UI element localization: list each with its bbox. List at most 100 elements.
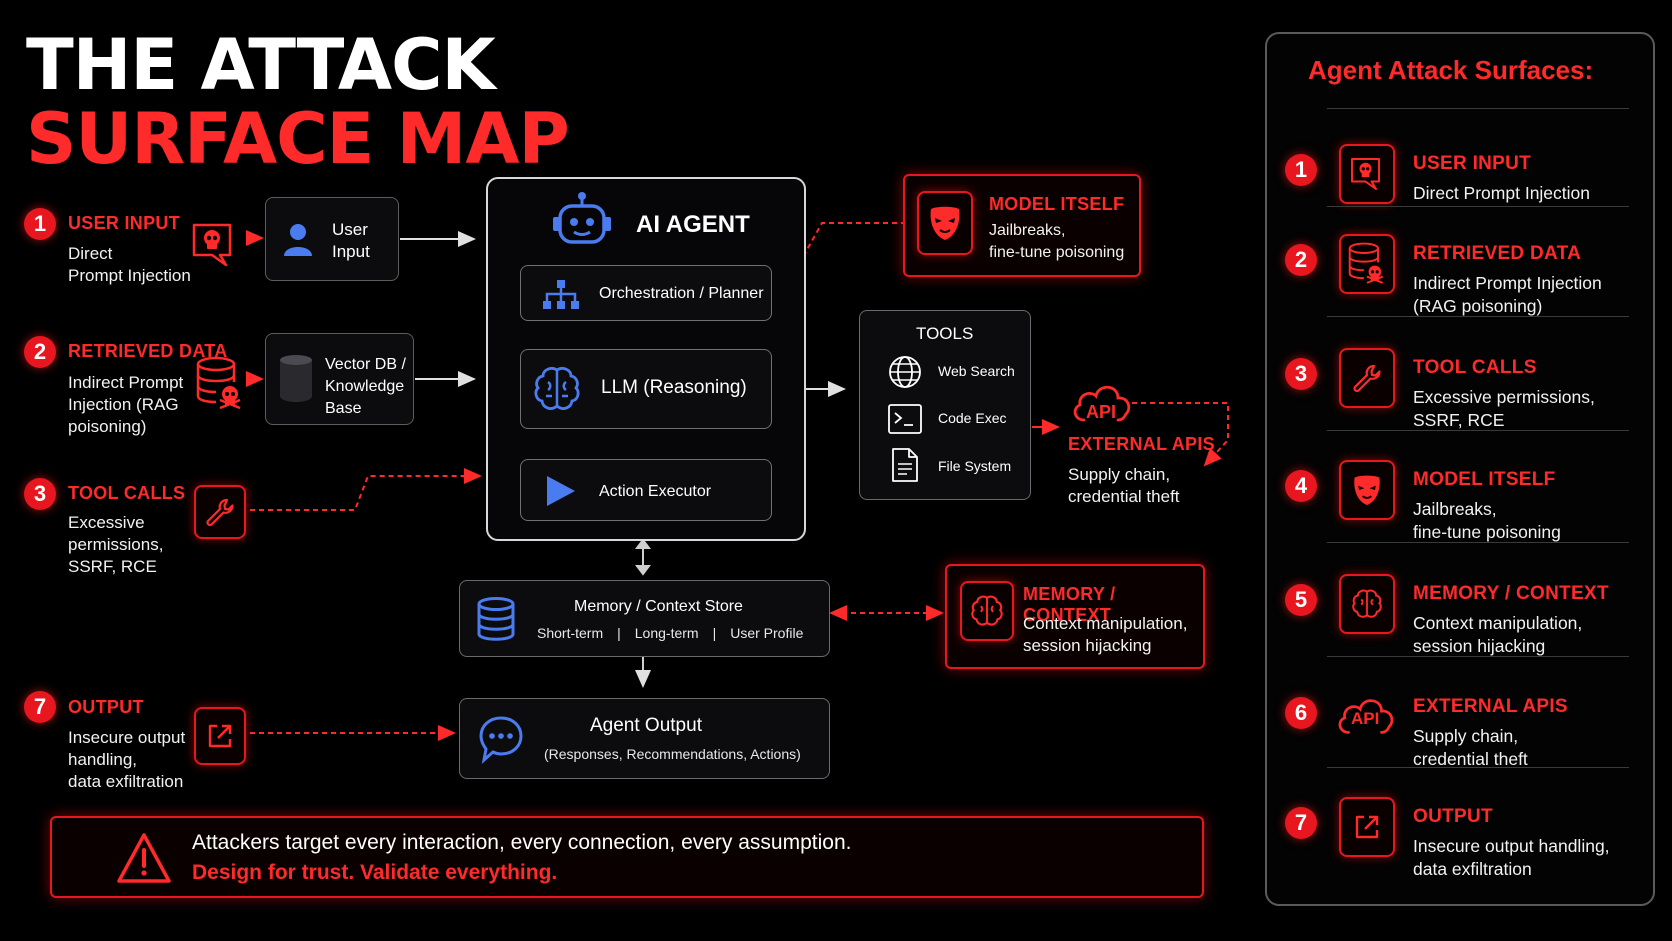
external-link-icon [1339,797,1395,857]
mask-icon [1339,460,1395,520]
play-icon [547,476,575,506]
banner-line-1: Attackers target every interaction, ever… [192,831,852,854]
api-cloud-text: API [1086,402,1117,422]
llm-box: LLM (Reasoning) [520,349,772,429]
dash-tool-threat [250,468,482,511]
page-title: THE ATTACK SURFACE MAP [26,24,570,180]
panel-label-2: RETRIEVED DATA [1413,243,1582,264]
left-label-output: OUTPUT [68,697,144,717]
mask-icon [917,191,973,255]
skull-chat-icon [190,221,238,274]
panel-label-1: USER INPUT [1413,153,1532,174]
agent-output-sub: (Responses, Recommendations, Actions) [544,746,801,762]
panel-badge-1: 1 [1285,154,1317,186]
user-icon [284,224,312,256]
warning-banner: Attackers target every interaction, ever… [50,816,1204,898]
left-label-retrieved-data: RETRIEVED DATA [68,341,228,361]
orchestration-box: Orchestration / Planner [520,265,772,321]
model-itself-desc: Jailbreaks,fine-tune poisoning [989,222,1125,261]
wrench-icon [1339,348,1395,408]
panel-label-5: MEMORY / CONTEXT [1413,583,1609,604]
panel-desc-3: Excessive permissions,SSRF, RCE [1413,387,1595,430]
api-cloud-icon [1073,385,1131,422]
brain-threat-icon [960,581,1014,641]
database-icon [477,597,515,641]
model-itself-box: MODEL ITSELF Jailbreaks,fine-tune poison… [903,174,1141,277]
database-skull-icon [1339,234,1395,294]
memory-context-desc: Context manipulation,session hijacking [1023,614,1188,655]
globe-icon [889,356,921,388]
memory-user-profile: User Profile [730,625,804,641]
tools-box: TOOLS Web Search Code Exec File System [859,310,1031,500]
external-apis-desc: Supply chain,credential theft [1068,465,1180,506]
panel-badge-5: 5 [1285,584,1317,616]
memory-types: Short-term | Long-term | User Profile [537,625,804,641]
file-icon [892,448,918,482]
database-skull-icon [196,356,244,417]
llm-label: LLM (Reasoning) [601,377,747,398]
external-link-icon [194,707,246,765]
robot-icon [553,192,611,244]
orchestration-label: Orchestration / Planner [599,285,764,302]
external-apis-label: EXTERNAL APIS [1068,434,1215,454]
api-cloud-icon: API [1335,689,1399,743]
tool-code-exec: Code Exec [938,410,1007,426]
agent-output-box: Agent Output (Responses, Recommendations… [459,698,830,779]
panel-desc-5: Context manipulation,session hijacking [1413,613,1583,656]
panel-desc-4: Jailbreaks,fine-tune poisoning [1413,499,1561,542]
tool-file-system: File System [938,458,1012,474]
brain-icon [1339,574,1395,634]
memory-long-term: Long-term [634,625,699,641]
banner-line-2: Design for trust. Validate everything. [192,861,558,884]
terminal-icon [888,404,922,434]
arrow-agent-memory [635,538,651,576]
hierarchy-icon [543,280,579,309]
left-label-user-input: USER INPUT [68,213,181,233]
memory-context-label: MEMORY / CONTEXT [1023,584,1116,625]
panel-desc-2: Indirect Prompt Injection(RAG poisoning) [1413,273,1602,316]
panel-badge-6: 6 [1285,697,1317,729]
panel-desc-7: Insecure output handling,data exfiltrati… [1413,836,1610,879]
panel-label-6: EXTERNAL APIS [1413,696,1568,717]
badge-3: 3 [24,478,56,510]
panel-badge-3: 3 [1285,358,1317,390]
executor-box: Action Executor [520,459,772,521]
memory-box: Memory / Context Store Short-term | Long… [459,580,830,657]
title-line-2: SURFACE MAP [26,98,570,180]
memory-title: Memory / Context Store [574,598,743,615]
panel-title: Agent Attack Surfaces: [1308,55,1594,85]
skull-chat-icon [1339,144,1395,204]
panel-badge-7: 7 [1285,807,1317,839]
panel-badge-2: 2 [1285,244,1317,276]
panel-label-4: MODEL ITSELF [1413,469,1556,490]
panel-label-7: OUTPUT [1413,806,1493,827]
dash-api-loop [1132,402,1229,467]
ai-agent-container: AI AGENT Orchestration / Planner LLM (Re… [486,177,806,541]
panel-divider [1327,108,1629,109]
title-line-1: THE ATTACK [26,24,496,106]
badge-7: 7 [24,691,56,723]
badge-2: 2 [24,336,56,368]
left-label-tool-calls: TOOL CALLS [68,483,186,503]
brain-icon [534,367,580,410]
model-itself-label: MODEL ITSELF [989,194,1125,214]
warning-triangle-icon [117,833,171,883]
panel-desc-1: Direct Prompt Injection [1413,183,1591,203]
ai-agent-title: AI AGENT [636,211,750,238]
panel-badge-4: 4 [1285,470,1317,502]
memory-context-box: MEMORY / CONTEXT Context manipulation,se… [945,564,1205,669]
attack-surfaces-panel: Agent Attack Surfaces: 1 USER INPUT Direc… [1265,32,1655,906]
tools-title: TOOLS [916,324,974,343]
memory-short-term: Short-term [537,625,604,641]
chat-bubble-icon [479,716,523,765]
panel-desc-6: Supply chain,credential theft [1413,726,1528,769]
panel-label-3: TOOL CALLS [1413,357,1537,378]
agent-output-title: Agent Output [590,715,702,736]
